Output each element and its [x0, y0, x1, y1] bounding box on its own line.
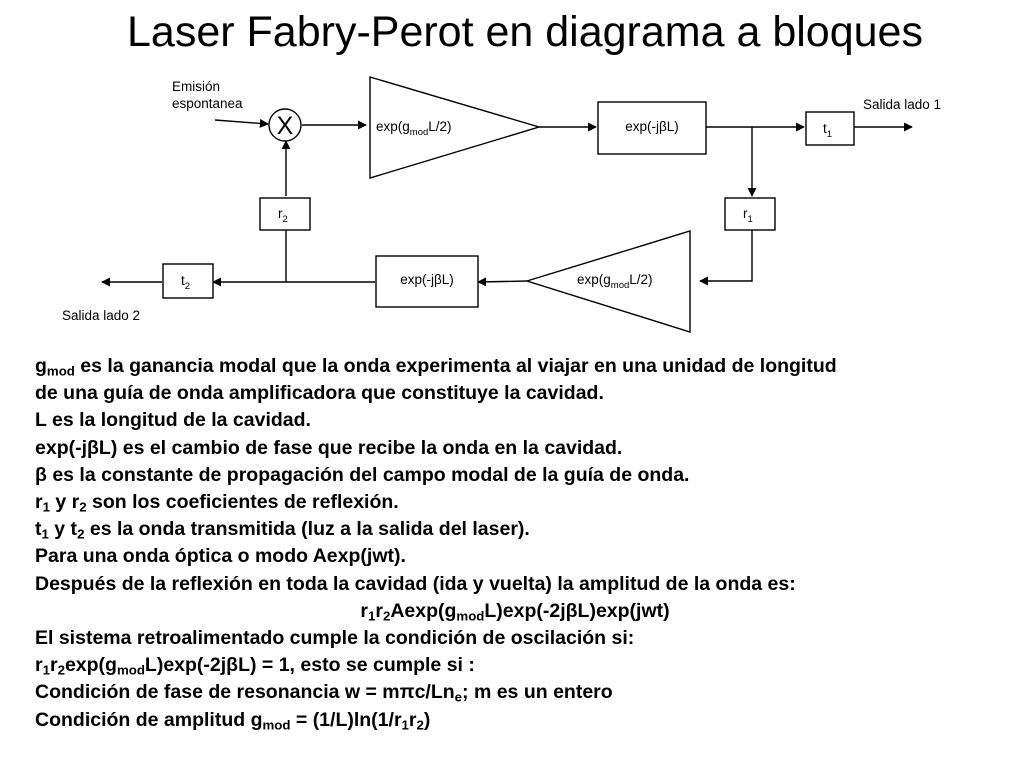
salida-1-label: Salida lado 1 — [863, 97, 941, 112]
r1-to-amp-bottom-arrow — [699, 230, 753, 286]
amplifier-bottom — [524, 230, 691, 333]
t2-block — [162, 263, 214, 299]
r1-label: r1 — [743, 206, 753, 225]
amplifier-bottom-label: exp(gmodL/2) — [577, 272, 653, 291]
salida-2-label: Salida lado 2 — [62, 308, 140, 323]
line-gmod-def: gmod es la ganancia modal que la onda ex… — [35, 355, 837, 379]
mixer-circle — [268, 108, 302, 142]
amplifier-top — [369, 76, 542, 179]
r2-label: r2 — [278, 206, 288, 225]
r1-block — [724, 197, 776, 231]
line-transmitida: t1 y t2 es la onda transmitida (luz a la… — [35, 518, 530, 542]
line-modo: Para una onda óptica o modo Aexp(jwt). — [35, 545, 406, 568]
explanation-text: gmod es la ganancia modal que la onda ex… — [35, 353, 995, 734]
t2-label: t2 — [181, 273, 190, 292]
line-sistema: El sistema retroalimentado cumple la con… — [35, 627, 635, 650]
line-fase: exp(-jβL) es el cambio de fase que recib… — [35, 436, 623, 459]
line-guia: de una guía de onda amplificadora que co… — [35, 382, 604, 405]
block-diagram: X exp(gmodL/2) exp(-jβL) t1 r1 r2 exp(gm… — [62, 76, 941, 333]
phase-block-bottom — [375, 255, 479, 308]
phase-block-top-label: exp(-jβL) — [625, 119, 679, 134]
emision-label-line2: espontanea — [172, 96, 243, 111]
line-condicion-formula: r1r2exp(gmodL)exp(-2jβL) = 1, esto se cu… — [35, 654, 475, 678]
line-despues: Después de la reflexión en toda la cavid… — [35, 572, 796, 595]
page-title: Laser Fabry-Perot en diagrama a bloques — [127, 8, 923, 56]
line-longitud: L es la longitud de la cavidad. — [35, 409, 311, 432]
line-reflexion: r1 y r2 son los coeficientes de reflexió… — [35, 491, 399, 515]
line-beta: β es la constante de propagación del cam… — [35, 463, 690, 486]
emision-label-line1: Emisión — [172, 79, 220, 94]
phase-block-top — [597, 101, 707, 155]
mixer-symbol: X — [277, 112, 294, 140]
r2-block — [259, 197, 311, 231]
line-condicion-amplitud: Condición de amplitud gmod = (1/L)ln(1/r… — [35, 708, 431, 733]
amp-bottom-to-phase-arrow — [477, 277, 528, 287]
t1-block — [805, 111, 855, 146]
t1-label: t1 — [823, 121, 832, 140]
amplifier-top-label: exp(gmodL/2) — [376, 119, 452, 138]
line-amplitud-formula: r1r2Aexp(gmodL)exp(-2jβL)exp(jwt) — [360, 599, 670, 624]
phase-block-bottom-label: exp(-jβL) — [400, 272, 454, 287]
input-arrow — [214, 118, 269, 128]
line-condicion-fase: Condición de fase de resonancia w = mπc/… — [35, 681, 613, 706]
